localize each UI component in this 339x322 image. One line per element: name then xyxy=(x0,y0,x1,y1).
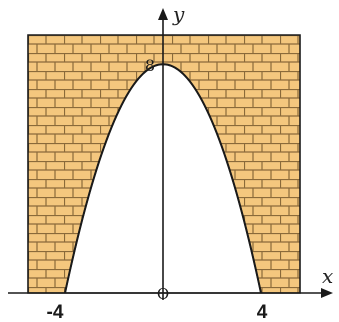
y-axis-label: y xyxy=(172,2,185,26)
x-axis-arrow-icon xyxy=(321,288,333,298)
y-axis-arrow-icon xyxy=(158,8,168,20)
x-axis-label: x xyxy=(322,264,333,288)
peak-value-label: 8 xyxy=(145,56,155,75)
origin-label: O xyxy=(157,285,169,303)
right-root-label: 4 xyxy=(257,302,268,322)
brick-wall xyxy=(27,34,301,294)
left-root-label: -4 xyxy=(47,302,64,322)
